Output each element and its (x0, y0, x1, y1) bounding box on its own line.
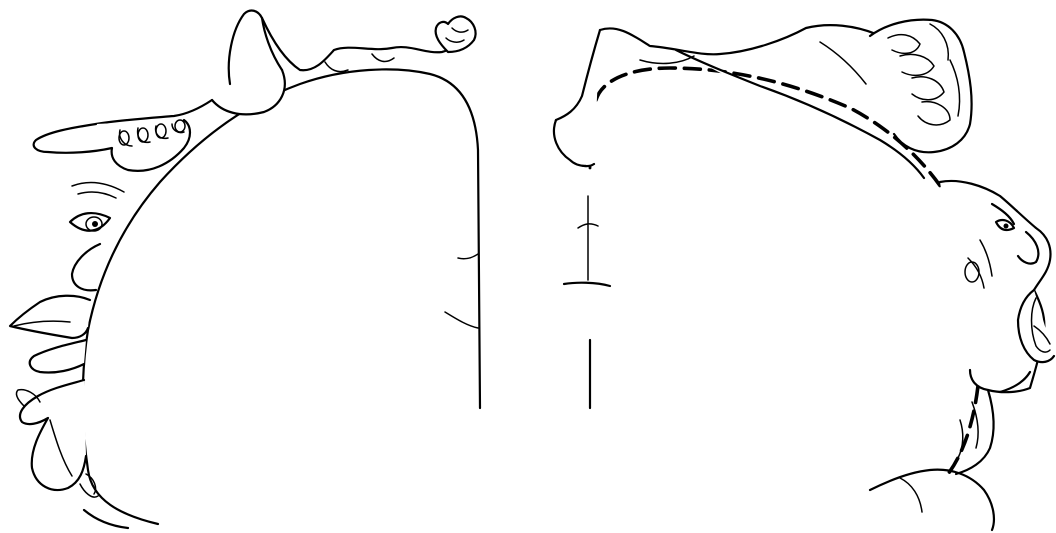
right-midline-tick (578, 196, 598, 280)
left-leg-lower (262, 18, 462, 70)
right-throat-lines (958, 402, 978, 458)
left-eyebrow (72, 183, 124, 198)
left-hand (34, 120, 190, 171)
left-forearm (96, 100, 212, 124)
left-hand-figure (34, 100, 212, 171)
right-midline-base (564, 283, 610, 286)
right-lower-tail (900, 478, 922, 512)
left-leg-figure (212, 11, 476, 115)
left-lower-lip (30, 340, 86, 373)
left-lips-figure (10, 296, 90, 373)
right-lower-contour (870, 470, 994, 530)
left-eye-pupil (92, 221, 98, 227)
left-midline-notch-lower (445, 312, 478, 328)
left-eye-outline (70, 213, 110, 231)
left-throat-curve (84, 510, 128, 528)
right-leg-figure (554, 25, 924, 178)
left-panel (10, 11, 480, 528)
left-midline-notch-upper (458, 254, 478, 259)
right-eye-pupil (1004, 224, 1009, 229)
right-jaw-figure (870, 390, 994, 530)
left-nose (72, 244, 100, 290)
left-eye-figure (70, 183, 124, 231)
left-tongue (20, 380, 86, 490)
right-hand-figure (870, 20, 972, 153)
right-leg (600, 25, 876, 54)
right-hand-outline (870, 20, 972, 153)
right-panel (554, 20, 1054, 530)
left-upper-lip (10, 296, 90, 338)
